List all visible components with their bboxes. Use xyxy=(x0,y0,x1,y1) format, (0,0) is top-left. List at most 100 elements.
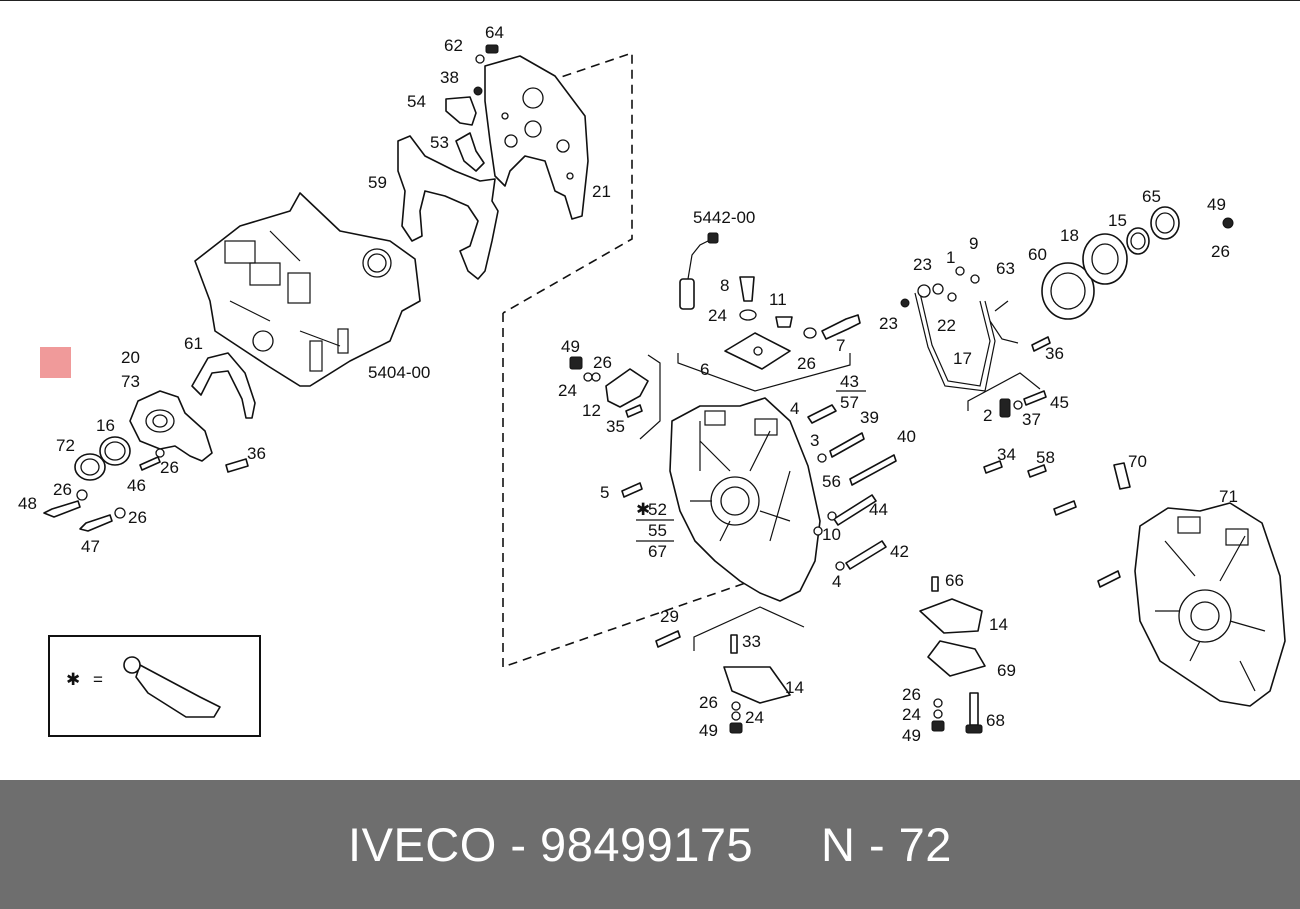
callout-label: 26 xyxy=(128,508,147,527)
front-cover-20 xyxy=(129,390,213,462)
callout-label: 61 xyxy=(184,334,203,353)
callout-label: 9 xyxy=(969,234,978,253)
callout-label: 4 xyxy=(790,399,799,418)
callout-label: 26 xyxy=(1211,242,1230,261)
nut-49d xyxy=(1222,217,1234,229)
stud-45 xyxy=(1023,390,1047,406)
stud-66 xyxy=(931,576,939,592)
diagram-canvas: ✱ = 64 62 38 54 53 59 21 5404-00 61 20 7… xyxy=(18,23,1286,745)
callout-label: 3 xyxy=(810,431,819,450)
callout-label: 63 xyxy=(996,259,1015,278)
bolt-40 xyxy=(849,454,897,486)
callout-label: 45 xyxy=(1050,393,1069,412)
callout-label: 56 xyxy=(822,472,841,491)
part-number-caption: IVECO - 98499175 N - 72 xyxy=(348,818,952,871)
group-outline-housing xyxy=(502,313,781,669)
washer-24c xyxy=(933,709,943,719)
callout-label: 1 xyxy=(946,248,955,267)
callout-label: 72 xyxy=(56,436,75,455)
callout-label: 8 xyxy=(720,276,729,295)
callout-label: 60 xyxy=(1028,245,1047,264)
callout-label: 22 xyxy=(937,316,956,335)
stud-36a xyxy=(225,458,249,473)
group-bracket-14a xyxy=(693,606,805,651)
washer-56 xyxy=(827,511,837,521)
sealant-tube-icon xyxy=(123,656,221,718)
bracket-69 xyxy=(927,640,986,677)
callout-label: 43 xyxy=(840,372,859,391)
callout-label: 16 xyxy=(96,416,115,435)
stud-29 xyxy=(655,630,681,648)
washer-23b xyxy=(900,298,910,308)
callout-label: 26 xyxy=(902,685,921,704)
bolt-44 xyxy=(833,494,877,526)
nut-49b xyxy=(729,722,743,734)
washer-26g xyxy=(933,698,943,708)
callout-label: 17 xyxy=(953,349,972,368)
callout-label: 49 xyxy=(1207,195,1226,214)
clip-2 xyxy=(999,398,1011,418)
callout-label: 53 xyxy=(430,133,449,152)
callout-label: 69 xyxy=(997,661,1016,680)
callout-label: 26 xyxy=(699,693,718,712)
stud-34 xyxy=(983,460,1003,474)
callout-label: 5 xyxy=(600,483,609,502)
fitting-23a xyxy=(917,284,931,298)
callout-label: 36 xyxy=(247,444,266,463)
stud-35 xyxy=(625,404,643,418)
callout-label: 42 xyxy=(890,542,909,561)
callout-label: 11 xyxy=(769,290,787,309)
callout-label: 58 xyxy=(1036,448,1055,467)
legend-symbol: ✱ xyxy=(66,670,80,689)
footer-bar: IVECO - 98499175 N - 72 xyxy=(0,780,1300,909)
callout-label: 26 xyxy=(160,458,179,477)
callout-label: 5442-00 xyxy=(693,208,755,227)
nut-49a xyxy=(569,356,583,370)
callout-label: 36 xyxy=(1045,344,1064,363)
callout-label: 4 xyxy=(832,572,841,591)
callout-labels: 64 62 38 54 53 59 21 5404-00 61 20 73 16… xyxy=(18,23,1238,745)
callout-label: 35 xyxy=(606,417,625,436)
bracket-14b xyxy=(919,598,983,634)
washer-22 xyxy=(947,292,957,302)
callout-label: 23 xyxy=(879,314,898,333)
oring-15-inner xyxy=(1130,232,1146,250)
callout-label: 71 xyxy=(1219,487,1238,506)
washer-4b xyxy=(835,561,845,571)
gasket-59 xyxy=(397,135,499,280)
stud-68-nut xyxy=(965,724,983,734)
bracket-53 xyxy=(455,132,485,172)
stud-unlabeled-b xyxy=(1097,570,1121,588)
callout-label: 24 xyxy=(558,381,577,400)
callout-label: 39 xyxy=(860,408,879,427)
plug-11 xyxy=(775,316,793,328)
callout-label: 24 xyxy=(745,708,764,727)
callout-label: 38 xyxy=(440,68,459,87)
washer-63 xyxy=(970,274,980,284)
callout-label: 37 xyxy=(1022,410,1041,429)
sensor-5442 xyxy=(679,232,719,310)
callout-label: 7 xyxy=(836,336,845,355)
callout-label: 68 xyxy=(986,711,1005,730)
callout-label: 46 xyxy=(127,476,146,495)
callout-label: 49 xyxy=(699,721,718,740)
callout-label: 55 xyxy=(648,521,667,540)
gasket-60-inner xyxy=(1050,272,1086,310)
sealant-legend: ✱ = xyxy=(48,635,261,737)
washer-62 xyxy=(475,54,485,64)
callout-label: 66 xyxy=(945,571,964,590)
callout-label: 52 xyxy=(648,500,667,519)
callout-label: 34 xyxy=(997,445,1016,464)
washer-24a xyxy=(591,372,601,382)
engine-block xyxy=(194,192,421,387)
gasket-61 xyxy=(191,352,256,419)
group-bracket-12 xyxy=(639,354,661,440)
callout-label: 65 xyxy=(1142,187,1161,206)
spring-70 xyxy=(1113,462,1131,490)
washer-10 xyxy=(813,526,823,536)
callout-label: 12 xyxy=(582,401,601,420)
callout-label: 10 xyxy=(822,525,841,544)
screw-46 xyxy=(139,456,161,471)
stud-58 xyxy=(1027,464,1047,478)
callout-label: 49 xyxy=(902,726,921,745)
